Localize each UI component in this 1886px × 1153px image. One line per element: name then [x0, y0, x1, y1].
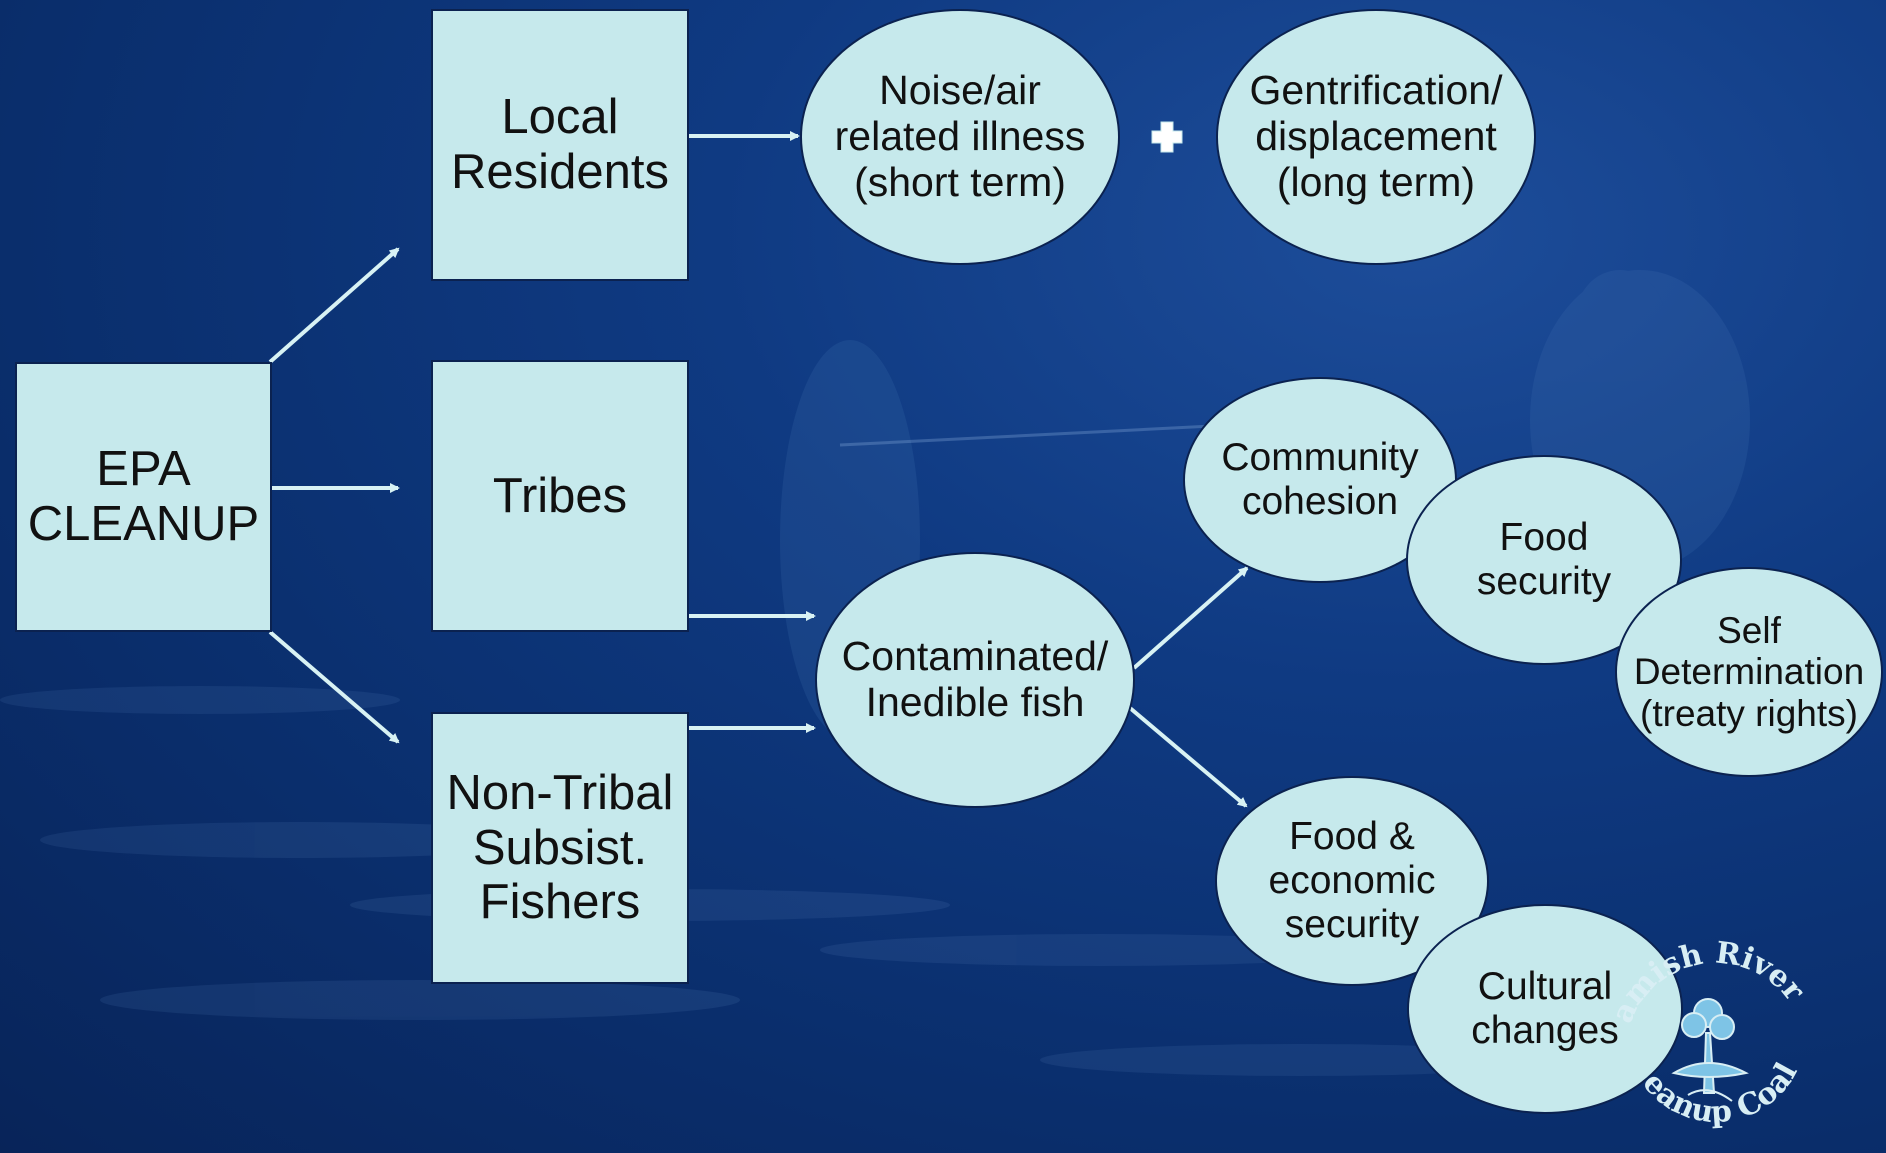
non-tribal-fishers-box: Non-Tribal Subsist. Fishers [431, 712, 689, 984]
tribes-box: Tribes [431, 360, 689, 632]
self-determination-ellipse: Self Determination (treaty rights) [1615, 567, 1883, 777]
noise-air-illness-label: Noise/air related illness (short term) [834, 67, 1086, 205]
food-security-label: Food security [1476, 516, 1612, 603]
epa-cleanup-box: EPA CLEANUP [15, 362, 272, 632]
arrow-fish-to-cohesion [1132, 566, 1249, 670]
cultural-changes-label: Cultural changes [1471, 965, 1619, 1052]
local-residents-box: Local Residents [431, 9, 689, 281]
logo-tree-icon [1671, 998, 1749, 1102]
cultural-changes-ellipse: Cultural changes [1407, 904, 1683, 1114]
arrow-epa-to-residents [268, 247, 400, 364]
plus-icon [1151, 121, 1183, 153]
gentrification-ellipse: Gentrification/ displacement (long term) [1216, 9, 1536, 265]
local-residents-label: Local Residents [451, 90, 669, 199]
arrow-epa-to-fishers [268, 630, 400, 744]
tribes-label: Tribes [492, 468, 628, 523]
community-cohesion-label: Community cohesion [1221, 436, 1419, 523]
food-economic-security-label: Food & economic security [1268, 815, 1436, 946]
self-determination-label: Self Determination (treaty rights) [1633, 609, 1865, 734]
contaminated-fish-ellipse: Contaminated/ Inedible fish [815, 552, 1135, 808]
epa-cleanup-label: EPA CLEANUP [27, 442, 260, 551]
coalition-logo: amish River eanup Coalition [1596, 923, 1812, 1130]
noise-air-illness-ellipse: Noise/air related illness (short term) [800, 9, 1120, 265]
arrow-fish-to-economic [1128, 706, 1248, 808]
gentrification-label: Gentrification/ displacement (long term) [1249, 67, 1503, 205]
non-tribal-fishers-label: Non-Tribal Subsist. Fishers [446, 765, 674, 930]
contaminated-fish-label: Contaminated/ Inedible fish [841, 633, 1109, 725]
